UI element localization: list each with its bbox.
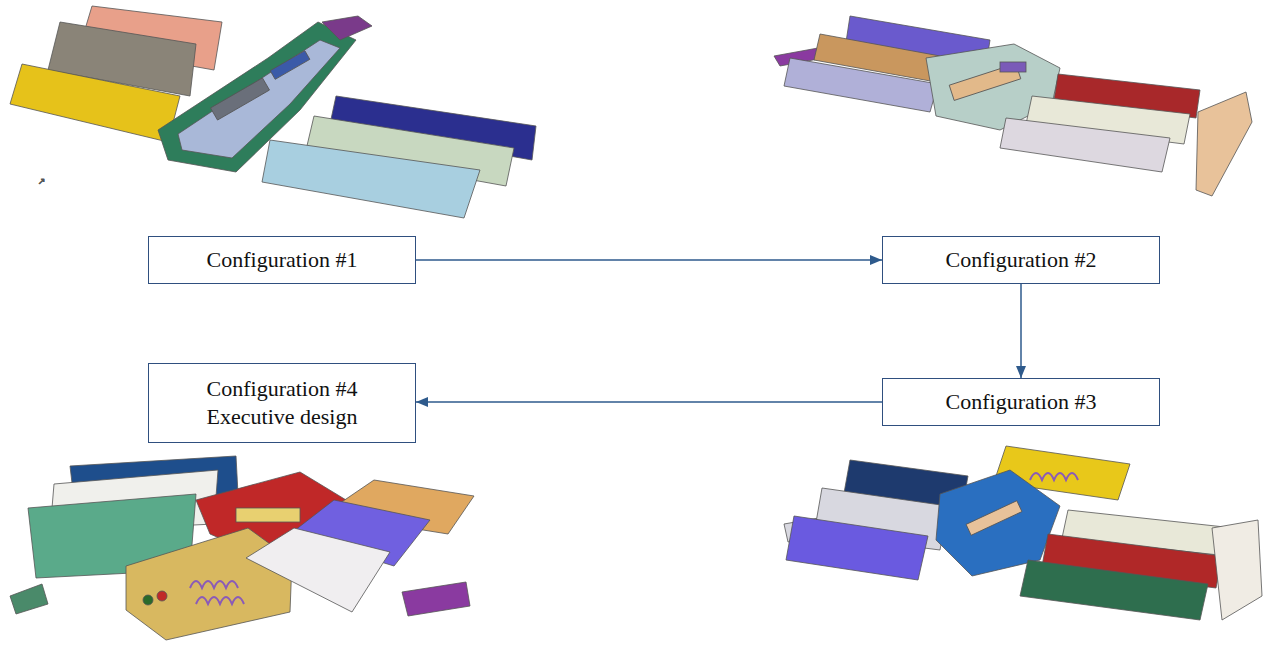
flow-arrow <box>416 259 882 261</box>
box-label: Configuration #3 <box>946 388 1097 416</box>
configuration-4-model <box>10 456 474 640</box>
flow-arrow <box>416 401 882 403</box>
process-box: Configuration #4Executive design <box>148 363 416 443</box>
svg-text:↗: ↗ <box>38 176 46 186</box>
process-box: Configuration #3 <box>882 378 1160 426</box>
box-label: Configuration #4 <box>207 375 358 403</box>
arrow-head <box>870 255 882 265</box>
arrow-head <box>416 397 428 407</box>
box-label: Configuration #1 <box>207 246 358 274</box>
flow-arrow <box>1020 284 1022 378</box>
box-label: Configuration #2 <box>946 246 1097 274</box>
process-box: Configuration #2 <box>882 236 1160 284</box>
process-box: Configuration #1 <box>148 236 416 284</box>
configuration-3-model <box>784 446 1262 620</box>
arrow-head <box>1016 366 1026 378</box>
configuration-1-model: ↗ <box>10 6 536 218</box>
box-label: Executive design <box>207 403 358 431</box>
configuration-2-model <box>774 16 1252 196</box>
